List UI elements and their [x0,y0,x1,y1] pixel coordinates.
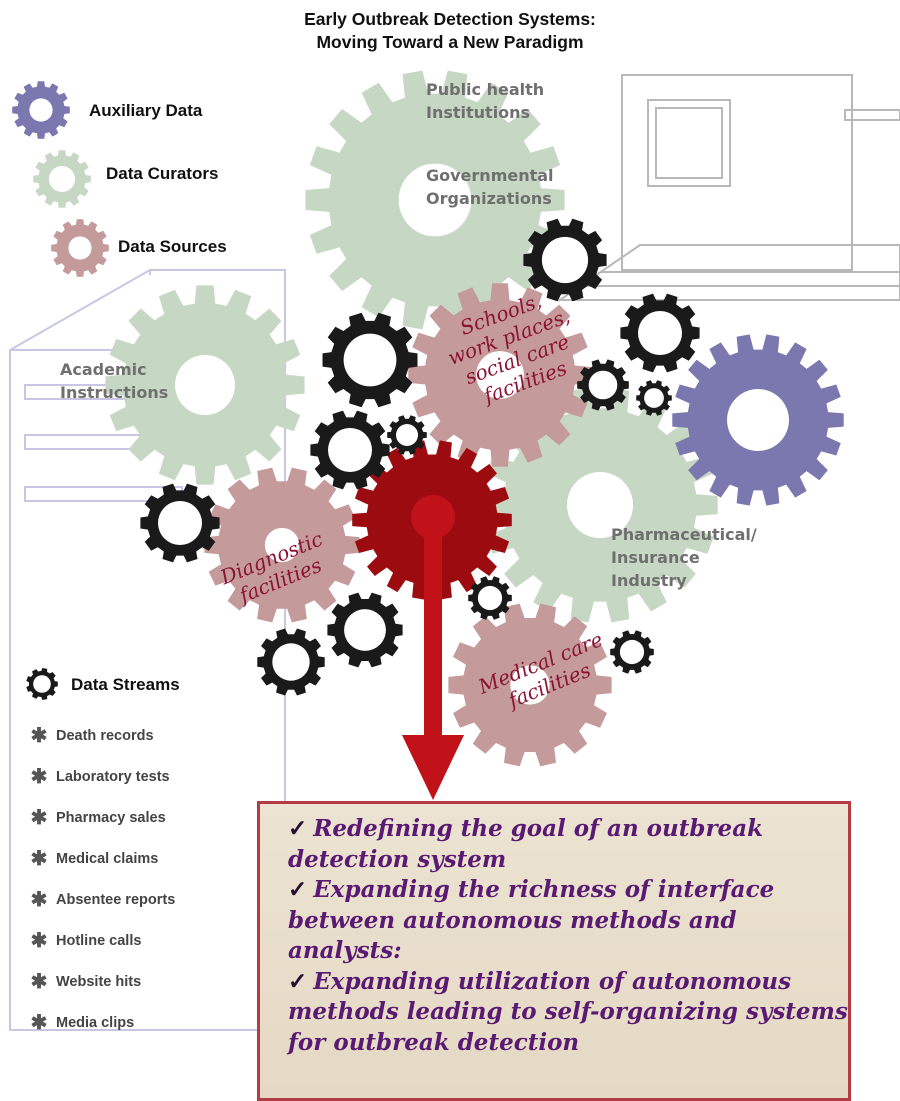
legend-curators-label: Data Curators [106,164,219,183]
stream-gear-12 [610,630,654,674]
auxiliary-legend-icon [12,81,70,139]
legend-sources-label: Data Sources [118,237,227,256]
stream-gear-10 [257,628,325,696]
curator-gear-left [105,285,305,485]
curator-academic: Academic Instructions [60,360,169,402]
list-item: ✱Media clips [26,1002,175,1043]
curator-governmental: Governmental Organizations [426,166,554,208]
stream-gear-2 [322,312,418,408]
list-item: ✱Pharmacy sales [26,797,175,838]
asterisk-icon: ✱ [30,930,48,952]
stream-gear-5 [387,415,427,455]
source-gear-medical [448,603,612,767]
list-item: ✱Hotline calls [26,920,175,961]
list-item: ✱Laboratory tests [26,756,175,797]
asterisk-icon: ✱ [30,725,48,747]
curator-gear-top [305,70,565,330]
legend-streams-label: Data Streams [71,675,180,694]
source-gear-diagnostic [204,467,360,623]
check-icon: ✓ [288,876,308,903]
outcomes-box: ✓Redefining the goal of an outbreak dete… [257,801,851,1101]
asterisk-icon: ✱ [30,807,48,829]
data-streams-list: ✱Death records ✱Laboratory tests ✱Pharma… [26,715,176,1043]
stream-gear-4 [310,410,390,490]
check-icon: ✓ [288,967,308,995]
auxiliary-gear-right [672,334,844,506]
outcome-arrow [402,495,464,800]
source-gear-schools [408,283,592,467]
stream-gear-11 [468,576,512,620]
curator-pharma: Pharmaceutical/ Insurance Industry [611,525,757,590]
check-icon: ✓ [288,815,308,842]
curators-legend-icon [33,150,91,208]
legend-auxiliary-label: Auxiliary Data [89,101,203,120]
stream-legend-icon [26,668,58,700]
list-item: ✱Medical claims [26,838,175,879]
asterisk-icon: ✱ [30,889,48,911]
title-line-2: Moving Toward a New Paradigm [316,32,584,52]
stream-gear-7 [636,380,672,416]
list-item: ✱Absentee reports [26,879,176,920]
asterisk-icon: ✱ [30,1012,48,1034]
stream-gear-3 [620,293,700,373]
curator-gear-right [482,387,718,623]
stream-gear-6 [577,359,629,411]
curator-public-health: Public health Institutions [426,80,545,122]
outcome-item-3: ✓Expanding utilization of autonomous met… [288,967,848,1056]
gears-layer [12,70,844,767]
asterisk-icon: ✱ [30,766,48,788]
outcome-item-2: ✓Expanding the richness of interface bet… [288,876,775,964]
list-item: ✱Death records [26,715,175,756]
stream-gear-8 [140,483,220,563]
title-line-1: Early Outbreak Detection Systems: [304,9,596,29]
diagram-title: Early Outbreak Detection Systems: Moving… [0,8,900,54]
asterisk-icon: ✱ [30,971,48,993]
outcome-item-1: ✓Redefining the goal of an outbreak dete… [288,815,764,873]
list-item: ✱Website hits [26,961,175,1002]
stream-gear-9 [327,592,403,668]
monitor-illustration [556,74,900,301]
asterisk-icon: ✱ [30,848,48,870]
stream-gear-1 [523,218,607,302]
outcomes-list: ✓Redefining the goal of an outbreak dete… [260,804,848,1058]
sources-legend-icon [51,219,109,277]
